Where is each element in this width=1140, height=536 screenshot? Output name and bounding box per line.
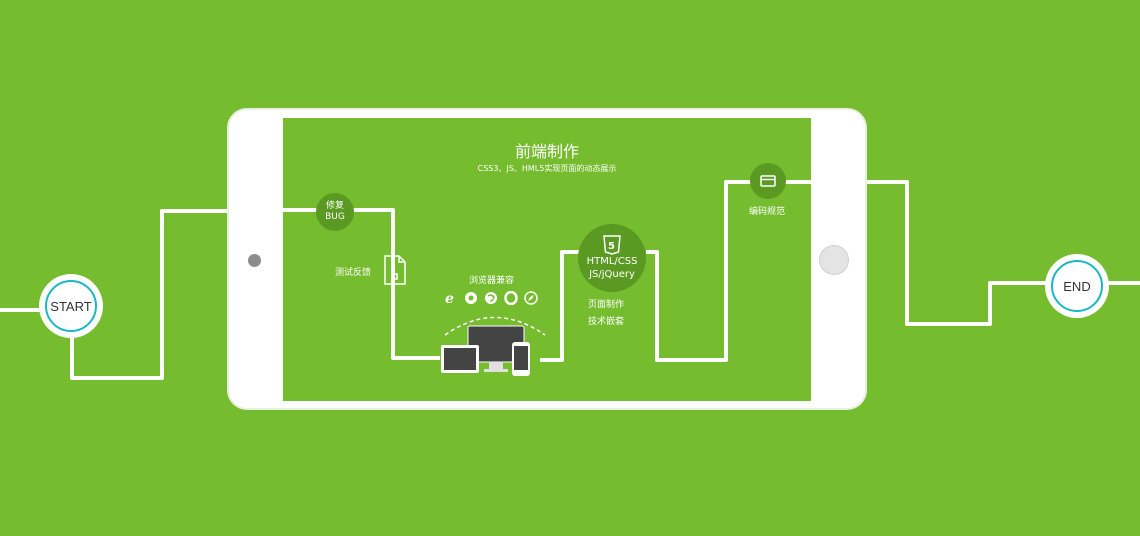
fix-bug-node: 修复 BUG — [316, 193, 354, 231]
browser-icons: e — [444, 291, 538, 305]
html-node: 5 HTML/CSS JS/jQuery — [578, 224, 646, 292]
tablet-camera — [248, 254, 261, 267]
page-make-line2: 技术嵌套 — [588, 317, 625, 327]
html-node-line2: JS/jQuery — [589, 269, 635, 280]
card-icon — [760, 175, 776, 187]
firefox-icon — [485, 292, 497, 304]
svg-text:5: 5 — [608, 241, 615, 252]
tablet-home-button — [819, 245, 849, 275]
flow-line-left — [70, 209, 227, 380]
document-zip-icon — [384, 255, 406, 285]
flow-line-inner-mid — [540, 250, 580, 362]
opera-icon — [504, 291, 518, 305]
end-node: END — [1045, 254, 1109, 318]
end-label: END — [1063, 278, 1091, 294]
test-feedback-label: 测试反馈 — [335, 268, 372, 278]
browser-compat-label: 浏览器兼容 — [469, 276, 515, 286]
flow-line-inner-right — [646, 180, 811, 362]
fix-bug-line1: 修复 — [325, 201, 344, 211]
safari-icon — [524, 291, 538, 305]
page-make-line1: 页面制作 — [588, 300, 625, 310]
devices-icon — [441, 325, 530, 376]
code-spec-label: 编码规范 — [749, 207, 786, 217]
start-label: START — [50, 298, 92, 314]
html5-icon: 5 — [603, 235, 621, 255]
chrome-icon — [465, 292, 477, 304]
page-make-label: 页面制作 技术嵌套 — [588, 297, 624, 331]
code-spec-node — [750, 163, 786, 199]
start-node: START — [39, 274, 103, 338]
flow-line-right — [867, 180, 1048, 326]
ie-icon: e — [445, 291, 454, 305]
flow-line-inner-left — [283, 208, 440, 360]
subtitle: CSS3、JS、HML5实现页面的动态展示 — [477, 164, 617, 173]
fix-bug-line2: BUG — [325, 212, 345, 222]
main-title: 前端制作 — [514, 142, 579, 161]
svg-text:e: e — [445, 291, 454, 305]
tablet-screen — [283, 118, 811, 401]
html-node-line1: HTML/CSS — [586, 256, 638, 267]
